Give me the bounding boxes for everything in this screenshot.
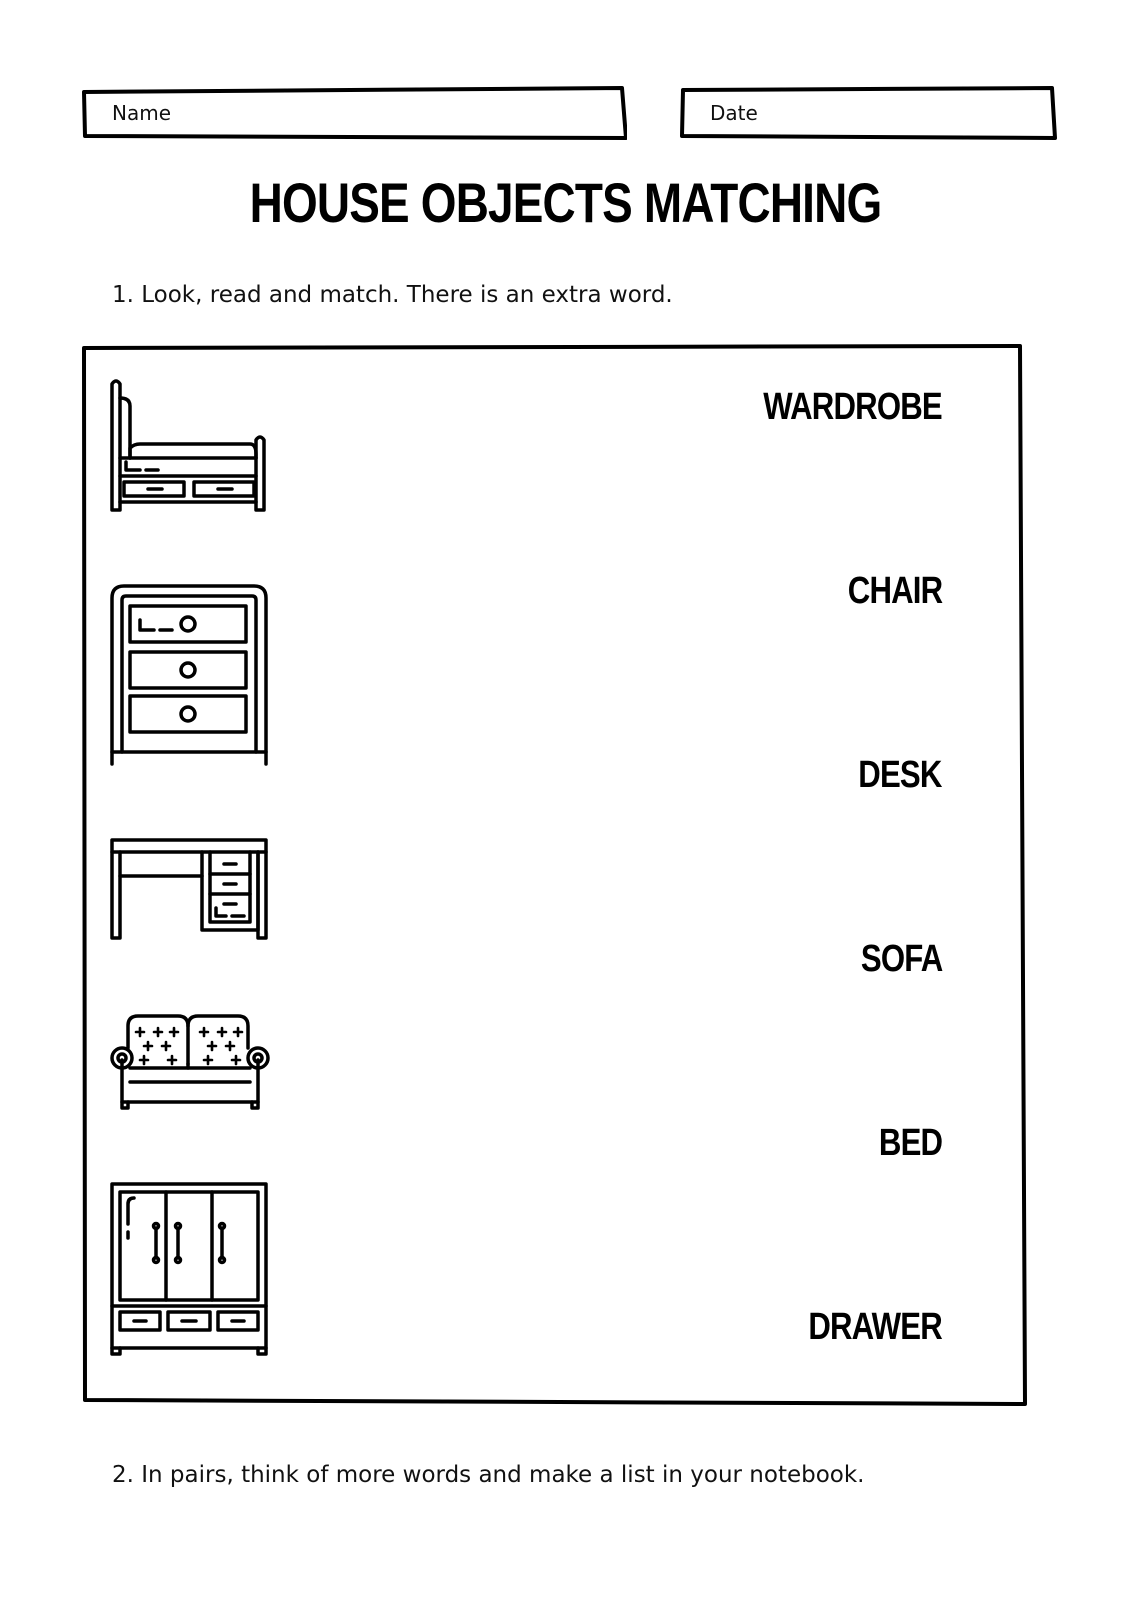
bed-icon [110,379,266,512]
instruction-first: 1. Look, read and match. There is an ext… [112,282,673,308]
wardrobe-icon [110,1182,268,1356]
date-field[interactable]: Date [680,86,1057,140]
word-bed: BED [878,1122,943,1164]
matching-box: WARDROBE CHAIR DESK SOFA BED DRAWER [82,344,1052,1427]
matching-box-border [82,344,1027,1406]
date-label: Date [710,101,758,125]
word-sofa: SOFA [860,938,942,980]
name-field[interactable]: Name [82,86,627,140]
sofa-icon [110,1014,270,1110]
name-field-border [82,86,627,140]
word-chair: CHAIR [847,570,942,612]
instruction-second: 2. In pairs, think of more words and mak… [112,1462,865,1488]
word-wardrobe: WARDROBE [763,386,942,428]
desk-icon [110,838,268,940]
drawer-icon [110,584,268,766]
date-field-border [680,86,1057,140]
word-drawer: DRAWER [808,1306,942,1348]
name-label: Name [112,101,172,125]
worksheet-title: HOUSE OBJECTS MATCHING [249,171,883,234]
word-desk: DESK [858,754,943,796]
